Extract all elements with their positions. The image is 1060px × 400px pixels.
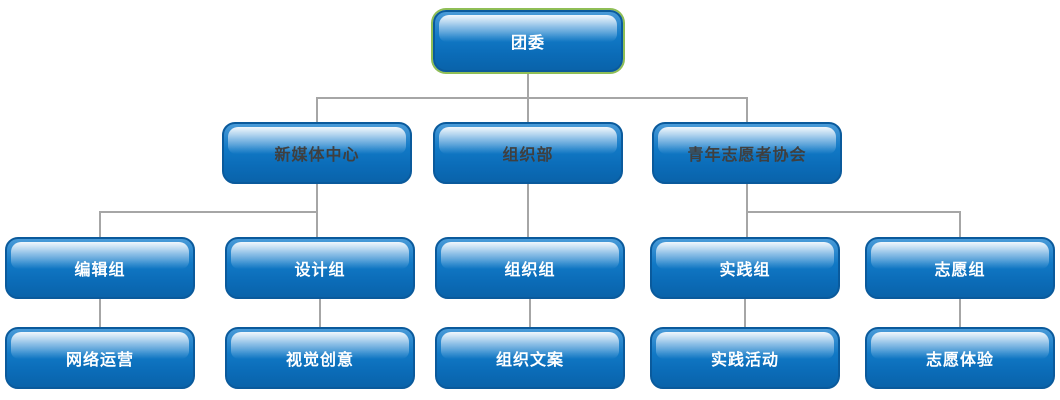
connector-volunteers-practice: [746, 184, 748, 237]
node-label: 视觉创意: [285, 352, 354, 369]
org-node-editing-group[interactable]: 编辑组: [5, 237, 195, 299]
org-node-organization-dept[interactable]: 组织部: [433, 122, 623, 184]
org-node-practice-activities[interactable]: 实践活动: [650, 327, 840, 389]
connector-volunteer-experience: [959, 299, 961, 327]
node-label: 志愿组: [934, 262, 986, 279]
connector-drop-editing: [99, 211, 101, 237]
org-node-volunteer-experience[interactable]: 志愿体验: [865, 327, 1055, 389]
connector-drop-organization: [527, 97, 529, 122]
connector-newmedia-design: [316, 184, 318, 237]
node-label: 青年志愿者协会: [687, 147, 807, 164]
node-label: 新媒体中心: [274, 147, 360, 164]
connector-volunteers-branch-bus: [746, 211, 961, 213]
node-label: 编辑组: [74, 262, 126, 279]
connector-level2-bus: [316, 97, 748, 99]
connector-design-visual: [319, 299, 321, 327]
node-label: 志愿体验: [925, 352, 994, 369]
node-label: 团委: [510, 35, 545, 52]
node-label: 实践组: [719, 262, 771, 279]
org-node-new-media-center[interactable]: 新媒体中心: [222, 122, 412, 184]
org-node-network-operations[interactable]: 网络运营: [5, 327, 195, 389]
connector-orggroup-copy: [529, 299, 531, 327]
node-label: 网络运营: [65, 352, 134, 369]
org-node-organization-copywriting[interactable]: 组织文案: [435, 327, 625, 389]
node-label: 实践活动: [710, 352, 779, 369]
connector-drop-new-media: [316, 97, 318, 122]
connector-orgdept-orggroup: [527, 184, 529, 237]
org-node-youth-league-committee[interactable]: 团委: [433, 10, 623, 72]
node-label: 组织部: [502, 147, 554, 164]
org-node-visual-creativity[interactable]: 视觉创意: [225, 327, 415, 389]
connector-drop-volunteer-group: [959, 211, 961, 237]
node-label: 组织组: [504, 262, 556, 279]
org-node-volunteer-group[interactable]: 志愿组: [865, 237, 1055, 299]
connector-newmedia-branch-bus: [99, 211, 318, 213]
node-label: 设计组: [294, 262, 346, 279]
connector-practice-activities: [744, 299, 746, 327]
connector-root-stem: [527, 72, 529, 97]
org-node-practice-group[interactable]: 实践组: [650, 237, 840, 299]
org-node-organization-group[interactable]: 组织组: [435, 237, 625, 299]
org-node-youth-volunteers-association[interactable]: 青年志愿者协会: [652, 122, 842, 184]
connector-editing-network: [99, 299, 101, 327]
connector-drop-volunteers: [746, 97, 748, 122]
node-label: 组织文案: [495, 352, 564, 369]
org-node-design-group[interactable]: 设计组: [225, 237, 415, 299]
